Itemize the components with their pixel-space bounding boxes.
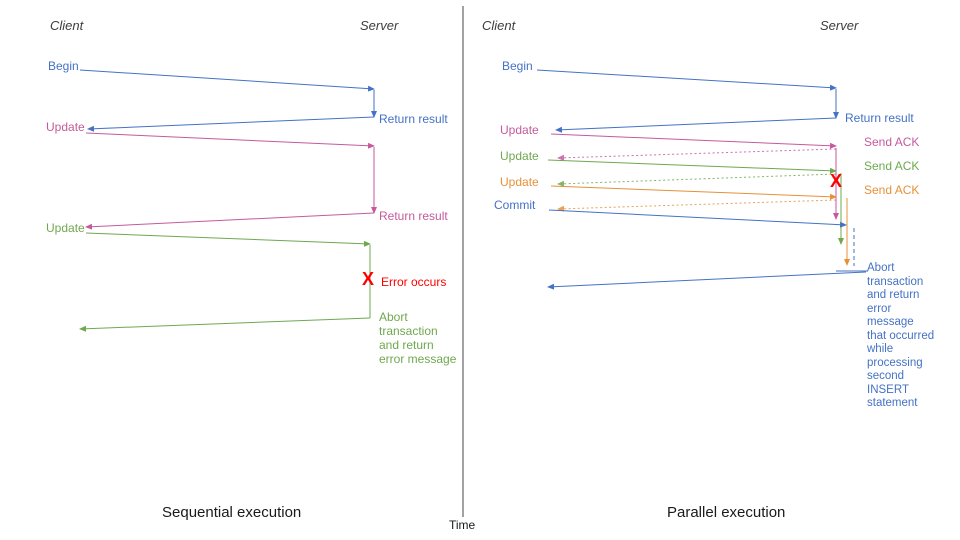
right-update-2-label: Update [500, 149, 539, 163]
right-commit-arrow [547, 209, 868, 290]
left-error-label: Error occurs [381, 275, 447, 289]
left-return-result-1-label: Return result [379, 112, 448, 126]
left-update1-arrow [85, 132, 377, 230]
left-abort-text: Abort transaction and return error messa… [379, 310, 457, 366]
right-caption: Parallel execution [667, 504, 786, 521]
left-begin-arrow [79, 69, 377, 132]
right-update-1-label: Update [500, 123, 539, 137]
right-abort-text: Abort transaction and return error messa… [867, 262, 935, 409]
left-client-header: Client [50, 18, 84, 33]
left-update2-arrow [79, 232, 371, 332]
left-caption: Sequential execution [162, 504, 302, 521]
right-begin-arrow [536, 69, 839, 133]
time-axis-label: Time [449, 518, 476, 532]
right-begin-label: Begin [502, 59, 533, 73]
right-return-result-label: Return result [845, 111, 914, 125]
right-update2-arrow [547, 159, 844, 245]
left-return-result-2-label: Return result [379, 209, 448, 223]
right-commit-label: Commit [494, 198, 536, 212]
right-error-x-icon: X [830, 171, 843, 191]
left-begin-label: Begin [48, 59, 79, 73]
right-server-header: Server [820, 18, 859, 33]
left-update-1-label: Update [46, 120, 85, 134]
right-client-header: Client [482, 18, 516, 33]
left-server-header: Server [360, 18, 399, 33]
right-update-3-label: Update [500, 175, 539, 189]
left-update-2-label: Update [46, 221, 85, 235]
right-ack-2-label: Send ACK [864, 159, 920, 173]
right-ack-1-label: Send ACK [864, 135, 920, 149]
right-update1-arrow [550, 133, 839, 220]
right-update3-arrow [550, 185, 850, 266]
right-ack-3-label: Send ACK [864, 183, 920, 197]
left-error-x-icon: X [362, 269, 375, 289]
